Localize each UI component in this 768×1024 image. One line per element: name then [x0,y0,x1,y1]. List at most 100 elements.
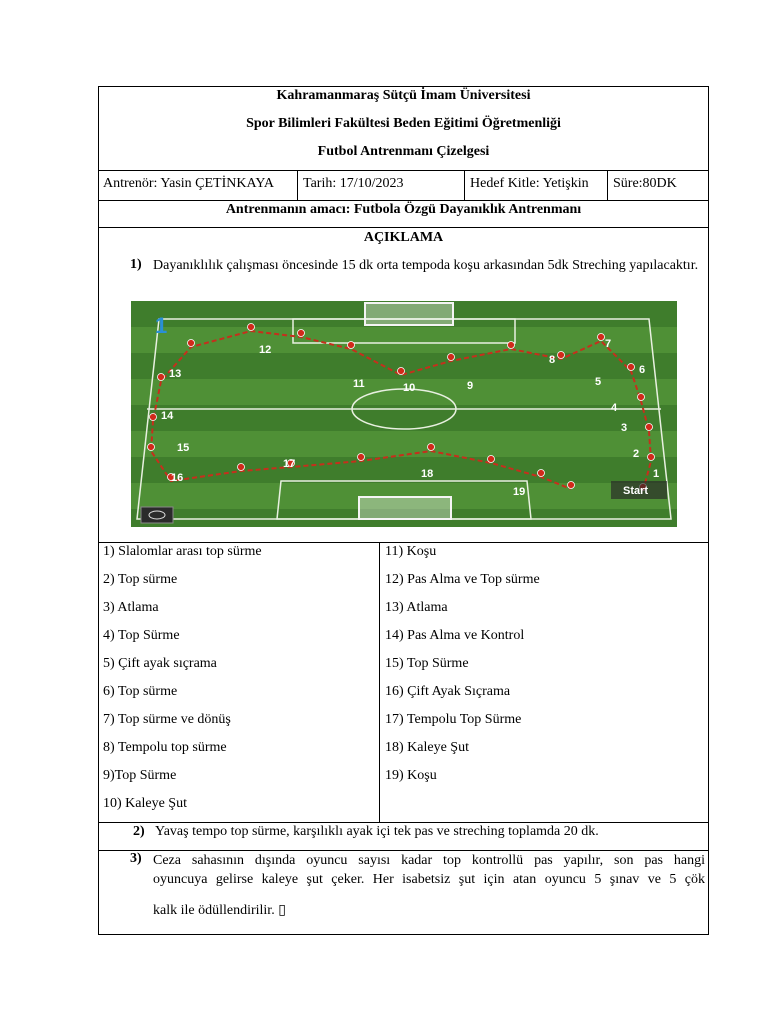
date-cell: Tarih: 17/10/2023 [303,176,404,191]
player-marker [147,443,155,451]
station-item: 18) Kaleye Şut [385,740,469,755]
target-audience-cell: Hedef Kitle: Yetişkin [470,176,589,191]
station-item: 14) Pas Alma ve Kontrol [385,628,525,643]
station-number-label: 17 [283,458,295,470]
station-number-label: 5 [595,376,601,388]
player-marker [357,453,365,461]
player-marker [157,373,165,381]
step-1-text: Dayanıklılık çalışması öncesinde 15 dk o… [153,258,699,273]
station-number-label: 7 [605,338,611,350]
station-number-label: 13 [169,368,181,380]
explanation-heading: AÇIKLAMA [363,230,444,245]
station-item: 7) Top sürme ve dönüş [103,712,231,727]
divider [99,200,708,201]
station-item: 3) Atlama [103,600,159,615]
divider [607,170,608,200]
station-number-label: 15 [177,442,189,454]
player-marker [167,473,175,481]
step-3-line-1: Ceza sahasının dışında oyuncu sayısı kad… [153,853,705,868]
divider [99,170,708,171]
station-item: 12) Pas Alma ve Top sürme [385,572,540,587]
step-3-number: 3) [130,851,142,866]
player-marker [557,351,565,359]
grass-stripe [131,301,677,327]
coach-cell: Antrenör: Yasin ÇETİNKAYA [103,176,274,191]
player-marker [637,393,645,401]
player-marker [647,453,655,461]
diagram-number-badge: 1 [155,313,167,338]
station-item: 2) Top sürme [103,572,178,587]
station-item: 16) Çift Ayak Sıçrama [385,684,511,699]
grass-stripe [131,327,677,353]
eye-icon [148,510,166,520]
station-number-label: 6 [639,364,645,376]
divider [297,170,298,200]
player-marker [567,481,575,489]
station-number-label: 2 [633,448,639,460]
player-marker [487,455,495,463]
training-route [149,329,653,492]
player-marker [149,413,157,421]
divider [464,170,465,200]
station-number-label: 18 [421,468,433,480]
university-title: Kahramanmaraş Sütçü İmam Üniversitesi [276,88,531,103]
player-marker [287,459,295,467]
station-number-label: 9 [467,380,473,392]
station-number-label: 4 [611,402,618,414]
step-2-number: 2) [133,824,145,839]
grass-stripe [131,379,677,405]
station-number-label: 12 [259,344,271,356]
player-marker [397,367,405,375]
player-marker [597,333,605,341]
player-marker [627,363,635,371]
divider [99,542,708,543]
station-number-label: 11 [353,378,365,390]
station-number-label: 19 [513,486,525,498]
start-label: Start [623,485,648,497]
step-2-text: Yavaş tempo top sürme, karşılıklı ayak i… [155,824,599,839]
grass-stripe [131,431,677,457]
training-purpose: Antrenmanın amacı: Futbola Özgü Dayanıkl… [225,202,582,217]
training-form: Kahramanmaraş Sütçü İmam Üniversitesi Sp… [98,86,709,935]
station-item: 8) Tempolu top sürme [103,740,227,755]
player-marker [187,339,195,347]
bottom-goal [358,496,452,520]
step-1-number: 1) [130,257,142,272]
top-penalty-area [292,318,516,344]
start-tag-background [611,481,667,499]
view-icon [140,506,174,524]
station-number-label: 8 [549,354,555,366]
grass-stripe [131,457,677,483]
step-3-line-2: oyuncuya gelirse kaleye şut çeker. Her i… [153,872,705,887]
station-item: 1) Slalomlar arası top sürme [103,544,262,559]
station-item: 9)Top Sürme [103,768,177,783]
bottom-penalty-area [276,480,532,520]
station-item: 17) Tempolu Top Sürme [385,712,522,727]
station-item: 11) Koşu [385,544,437,559]
player-marker [247,323,255,331]
divider [99,822,708,823]
player-marker [297,329,305,337]
station-item: 10) Kaleye Şut [103,796,187,811]
player-marker [237,463,245,471]
station-item: 4) Top Sürme [103,628,180,643]
station-number-label: 14 [161,410,174,422]
divider [99,227,708,228]
station-number-label: 10 [403,382,415,394]
player-marker [427,443,435,451]
station-number-label: 16 [171,472,183,484]
table-column-divider [379,542,380,822]
faculty-title: Spor Bilimleri Fakültesi Beden Eğitimi Ö… [246,116,561,131]
player-marker [537,469,545,477]
step-3-line-3: kalk ile ödüllendirilir. ▯ [153,903,286,918]
station-number-label: 3 [621,422,627,434]
station-item: 15) Top Sürme [385,656,469,671]
player-marker [447,353,455,361]
form-title: Futbol Antrenmanı Çizelgesi [317,144,490,159]
duration-cell: Süre:80DK [613,176,677,191]
player-marker [347,341,355,349]
player-marker [645,423,653,431]
station-item: 5) Çift ayak sıçrama [103,656,217,671]
